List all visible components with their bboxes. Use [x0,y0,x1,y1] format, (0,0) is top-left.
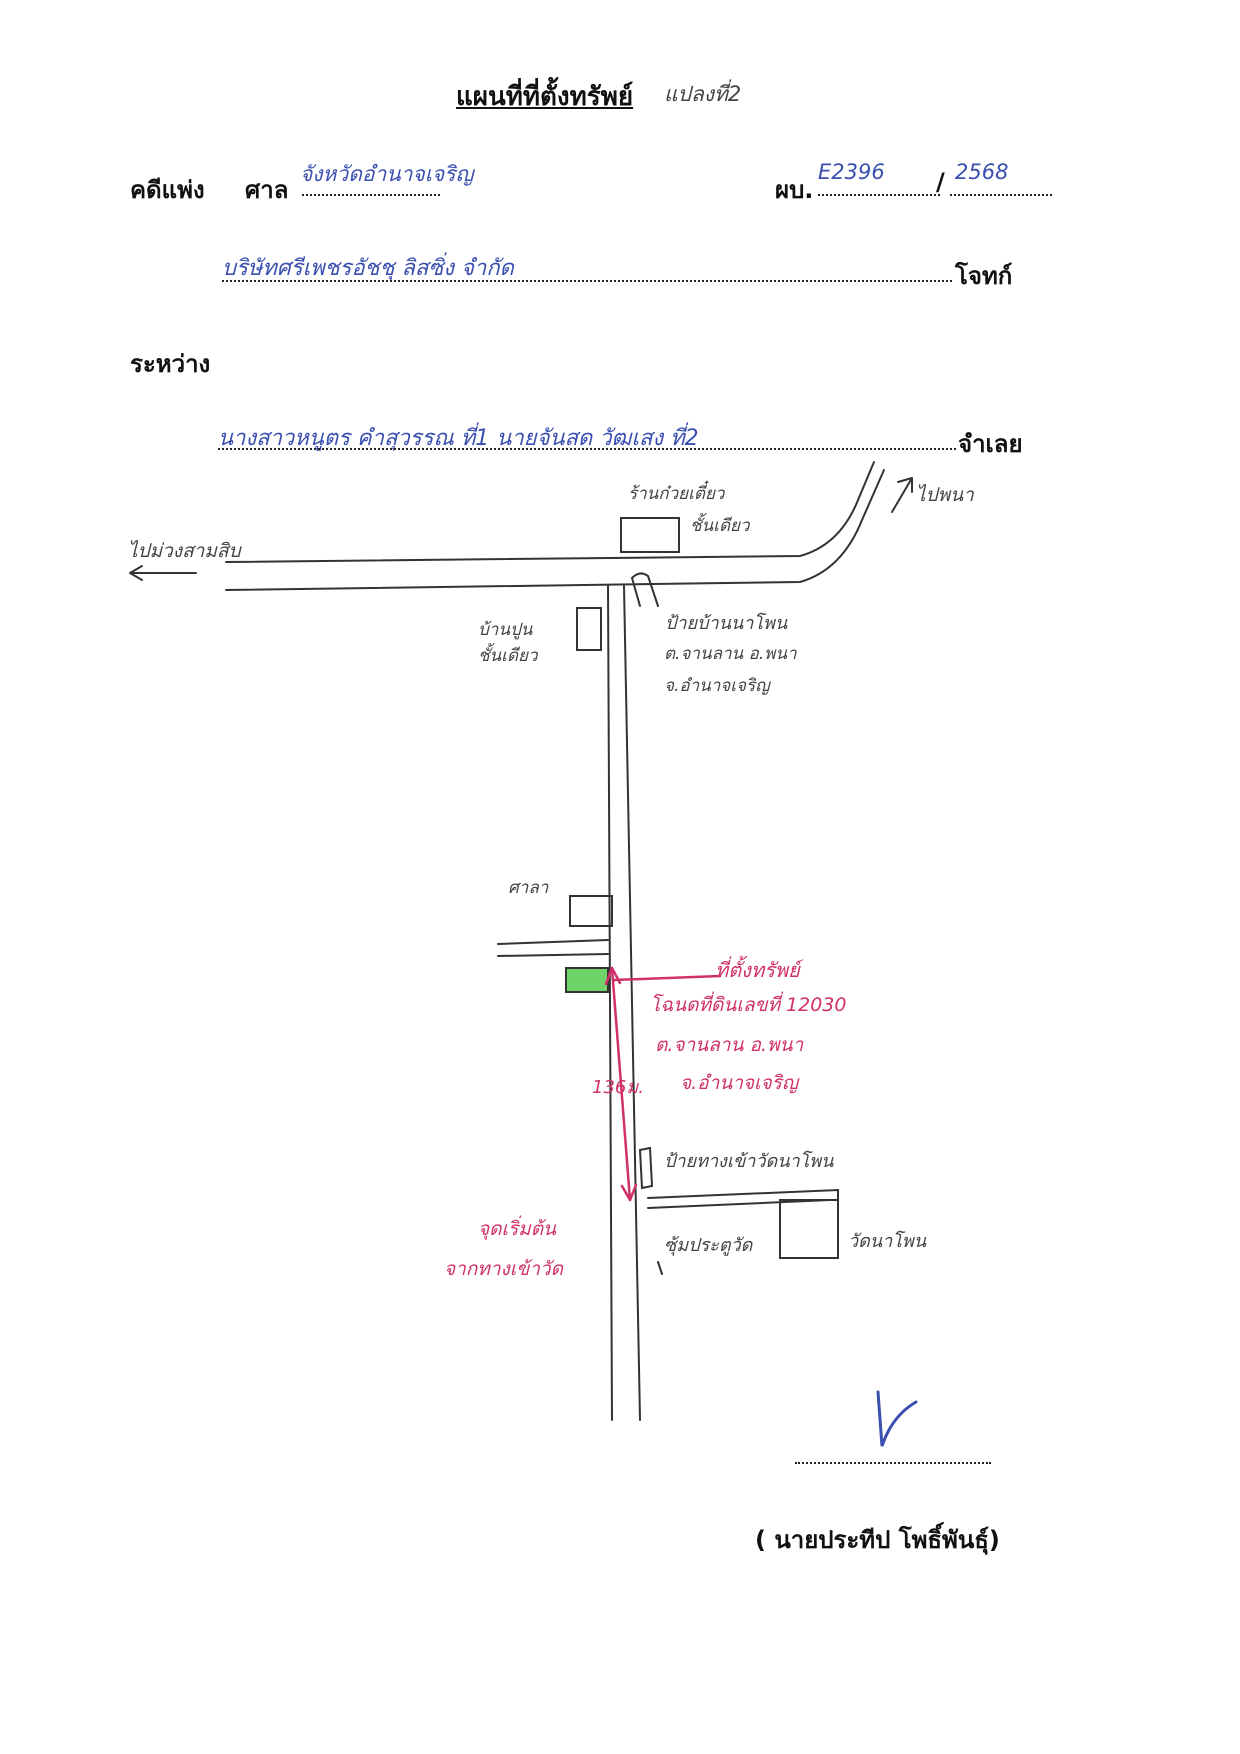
to-right-label: ไปพนา [916,484,974,506]
temple-lane-bottom [647,1199,831,1209]
to-left-label: ไปม่วงสามสิบ [128,540,241,562]
page-title: แผนที่ที่ตั้งทรัพย์ [456,82,634,112]
distance-arrow-head-top [604,966,622,986]
defendant-label: จำเลย [958,430,1023,458]
side-road-left-edge [607,585,613,1421]
main-road-bottom-edge [225,469,885,591]
temple-label: วัดนาโพน [848,1231,927,1252]
case-no-dots [818,194,940,196]
main-road-top-edge [225,461,875,563]
temple-sign-icon [638,1146,654,1190]
house-building [576,607,602,651]
case-no-value: E2396 [818,160,885,184]
temple-sign-label: ป้ายทางเข้าวัดนาโพน [664,1151,834,1172]
distance-label: 136ม. [592,1077,644,1098]
arrow-right-icon [891,477,913,513]
between-label: ระหว่าง [130,350,211,378]
start-point-line1: จุดเริ่มต้น [478,1218,557,1240]
court-label: ศาล [245,176,289,204]
defendant-value: นางสาวหนูตร คำสุวรรณ ที่1 นายจันสด วัฒเส… [218,426,699,451]
plaintiff-value: บริษัทศรีเพชรอัชชุ ลิสซิ่ง จำกัด [222,256,514,281]
property-plot [565,967,609,993]
village-sign-line1: ป้ายบ้านนาโพน [665,613,788,634]
property-detail-line3: จ.อำนาจเจริญ [680,1072,799,1094]
house-label-line2: ชั้นเดียว [478,646,538,666]
parcel-note: แปลงที่2 [664,82,742,106]
court-value: จังหวัดอำนาจเจริญ [300,162,474,186]
house-label-line1: บ้านปูน [478,620,533,640]
village-sign-line2: ต.จานลาน อ.พนา [664,644,797,664]
case-label: คดีแพ่ง [130,176,205,204]
shop-label-line2: ชั้นเดียว [690,516,750,536]
distance-arrow [610,966,632,1202]
arrow-left-icon [129,565,197,581]
distance-arrow-head-bottom [620,1183,638,1202]
court-dots [302,194,440,196]
plaintiff-label: โจทก์ [955,262,1013,290]
signature-dots [795,1462,991,1464]
case-year-dots [950,194,1052,196]
shop-label-line1: ร้านก๋วยเตี๋ยว [628,484,725,504]
sala-lane [497,939,609,957]
case-no-label: ผบ. [775,176,814,204]
village-sign-line3: จ.อำนาจเจริญ [664,676,770,696]
case-slash: / [936,168,945,196]
sala-building [569,895,613,927]
plaintiff-dots [222,280,952,282]
defendant-dots [218,448,956,450]
village-sign-icon [631,572,659,607]
property-label: ที่ตั้งทรัพย์ [715,958,800,982]
temple-building [779,1199,839,1259]
property-detail-line1: โฉนดที่ดินเลขที่ 12030 [650,994,847,1016]
shop-building [620,517,680,553]
side-road-right-edge [623,585,641,1421]
case-year: 2568 [955,160,1009,184]
sala-label: ศาลา [508,878,549,898]
gate-mark [657,1261,663,1275]
property-pointer [612,974,722,982]
gate-label: ซุ้มประตูวัด [664,1235,753,1256]
start-point-line2: จากทางเข้าวัด [444,1258,563,1280]
property-detail-line2: ต.จานลาน อ.พนา [655,1034,804,1056]
signature-mark [876,1390,918,1447]
signatory-name: ( นายประทีป โพธิ์พันธุ์) [755,1526,1000,1554]
